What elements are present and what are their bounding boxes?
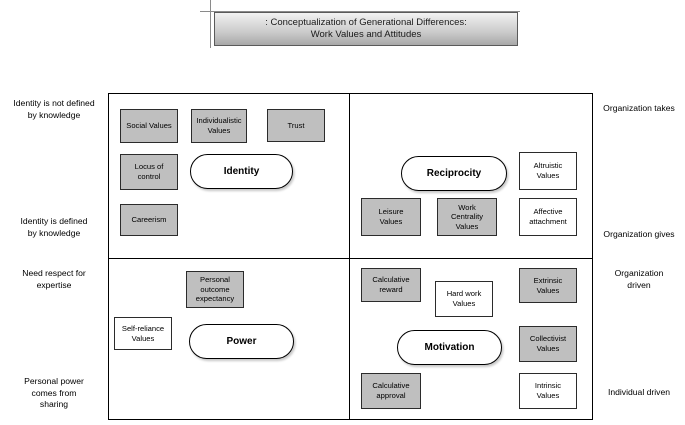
core-power[interactable]: Power bbox=[189, 324, 294, 359]
node-personal-outcome-expectancy[interactable]: Personal outcome expectancy bbox=[186, 271, 244, 308]
title-guide-line-horizontal bbox=[200, 11, 520, 12]
quadrant-matrix: Social Values Individualistic Values Tru… bbox=[108, 93, 593, 420]
node-locus-of-control[interactable]: Locus of control bbox=[120, 154, 178, 190]
node-intrinsic-values[interactable]: Intrinsic Values bbox=[519, 373, 577, 409]
node-altruistic-values[interactable]: Altruistic Values bbox=[519, 152, 577, 190]
axis-label-individual-driven: Individual driven bbox=[607, 387, 671, 397]
axis-label-organization-takes: Organization takes bbox=[603, 103, 675, 113]
axis-label-identity-not-defined: Identity is not defined by knowledge bbox=[13, 98, 95, 120]
axis-label-need-respect-expertise: Need respect for expertise bbox=[22, 268, 86, 290]
quadrant-divider-horizontal bbox=[109, 258, 592, 260]
node-work-centrality-values[interactable]: Work Centrality Values bbox=[437, 198, 497, 236]
axis-label-organization-driven: Organization driven bbox=[614, 268, 664, 290]
node-hard-work-values[interactable]: Hard work Values bbox=[435, 281, 493, 317]
axis-label-organization-gives: Organization gives bbox=[603, 229, 675, 239]
quadrant-divider-vertical bbox=[349, 94, 351, 419]
axis-label-identity-defined: Identity is defined by knowledge bbox=[20, 216, 88, 238]
core-reciprocity[interactable]: Reciprocity bbox=[401, 156, 507, 191]
node-trust[interactable]: Trust bbox=[267, 109, 325, 142]
node-extrinsic-values[interactable]: Extrinsic Values bbox=[519, 268, 577, 303]
node-self-reliance-values[interactable]: Self-reliance Values bbox=[114, 317, 172, 350]
node-calculative-approval[interactable]: Calculative approval bbox=[361, 373, 421, 409]
node-affective-attachment[interactable]: Affective attachment bbox=[519, 198, 577, 236]
node-individualistic-values[interactable]: Individualistic Values bbox=[191, 109, 247, 143]
core-identity[interactable]: Identity bbox=[190, 154, 293, 189]
node-collectivist-values[interactable]: Collectivist Values bbox=[519, 326, 577, 362]
node-social-values[interactable]: Social Values bbox=[120, 109, 178, 143]
node-calculative-reward[interactable]: Calculative reward bbox=[361, 268, 421, 302]
node-careerism[interactable]: Careerism bbox=[120, 204, 178, 236]
figure-title-text: : Conceptualization of Generational Diff… bbox=[265, 16, 467, 41]
figure-title-box: : Conceptualization of Generational Diff… bbox=[214, 12, 518, 46]
core-motivation[interactable]: Motivation bbox=[397, 330, 502, 365]
axis-label-personal-power-sharing: Personal power comes from sharing bbox=[24, 376, 84, 409]
title-guide-line-vertical bbox=[210, 0, 211, 48]
node-leisure-values[interactable]: Leisure Values bbox=[361, 198, 421, 236]
